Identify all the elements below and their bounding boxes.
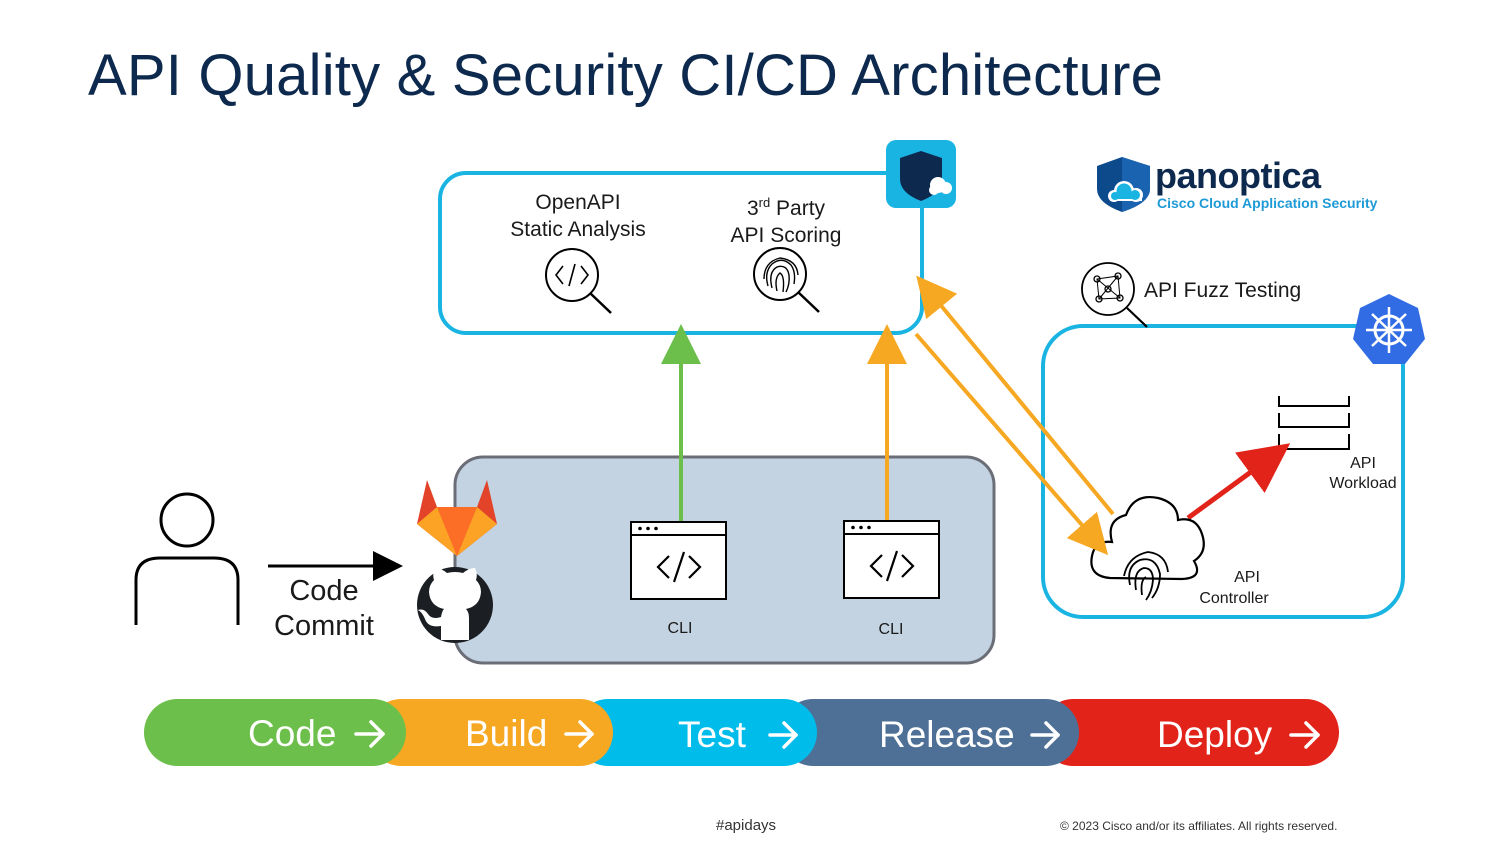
scoring-party-text: Party (770, 197, 826, 220)
brand-tagline: Cisco Cloud Application Security (1157, 195, 1378, 211)
pipeline-stage-label: Deploy (1157, 714, 1273, 755)
arrow-right-icon (768, 721, 798, 749)
pipeline-segment-code (144, 699, 406, 766)
scoring-label-line2: API Scoring (730, 224, 842, 247)
cli-label: CLI (878, 621, 904, 638)
openapi-analysis-label: OpenAPI Static Analysis (498, 189, 658, 243)
gitlab-icon (417, 480, 497, 556)
pipeline-stage-label: Release (879, 714, 1015, 755)
fuzz-testing-label: API Fuzz Testing (1144, 279, 1302, 302)
github-icon (417, 567, 493, 643)
scoring-ordinal-suffix: rd (758, 195, 771, 210)
kubernetes-icon (1353, 294, 1425, 364)
copyright-footer: © 2023 Cisco and/or its affiliates. All … (1060, 819, 1338, 833)
controller-label-line1: API (1234, 569, 1260, 586)
arrow-right-icon (1289, 721, 1320, 749)
pipeline-stage-label: Code (248, 713, 337, 754)
arrow-right-icon (354, 720, 385, 748)
pipeline-stage-label: Build (465, 713, 548, 754)
pipeline-stage-label: Test (678, 714, 746, 755)
page-title: API Quality & Security CI/CD Architectur… (88, 43, 1164, 108)
controller-label-line2: Controller (1199, 590, 1269, 607)
fuzz-results-arrow (916, 275, 1115, 516)
commit-label-line1: Code (289, 575, 359, 607)
api-scoring-label: 3rd Party API Scoring (716, 189, 856, 249)
pipeline-segment-deploy (1040, 699, 1339, 766)
scoring-label-line1: 3rd Party (716, 189, 856, 222)
api-controller-label: API Controller (1186, 567, 1282, 609)
pipeline-segment-test (575, 699, 817, 766)
panoptica-logo-icon (1097, 157, 1150, 212)
openapi-label-line2: Static Analysis (510, 218, 646, 241)
fingerprint-scoring-icon (753, 247, 820, 313)
code-commit-label: Code Commit (264, 574, 384, 644)
code-analysis-icon (545, 248, 612, 314)
api-workload-label: API Workload (1318, 454, 1408, 494)
cli-terminal-icon (843, 520, 940, 599)
workload-label-line2: Workload (1329, 475, 1397, 492)
api-workload-icon (1278, 396, 1350, 450)
fuzz-request-arrow (914, 332, 1109, 556)
commit-label-line2: Commit (274, 610, 374, 642)
brand-name: panoptica (1155, 155, 1321, 196)
cli-label: CLI (667, 620, 693, 637)
openapi-label-line1: OpenAPI (535, 191, 621, 214)
pipeline-segment-release (780, 699, 1079, 766)
arrow-right-icon (564, 720, 594, 748)
arrow-right-icon (1030, 721, 1060, 749)
scoring-ordinal: 3 (746, 197, 759, 220)
cli-terminal-icon (630, 521, 727, 600)
hashtag-footer: #apidays (716, 817, 777, 834)
panoptica-badge-icon (886, 140, 956, 208)
workload-label-line1: API (1350, 455, 1376, 472)
pipeline-segment-build (368, 699, 613, 766)
workload-arrow (1186, 443, 1291, 521)
fuzz-testing-icon (1081, 262, 1148, 328)
developer-person-icon (134, 492, 240, 625)
